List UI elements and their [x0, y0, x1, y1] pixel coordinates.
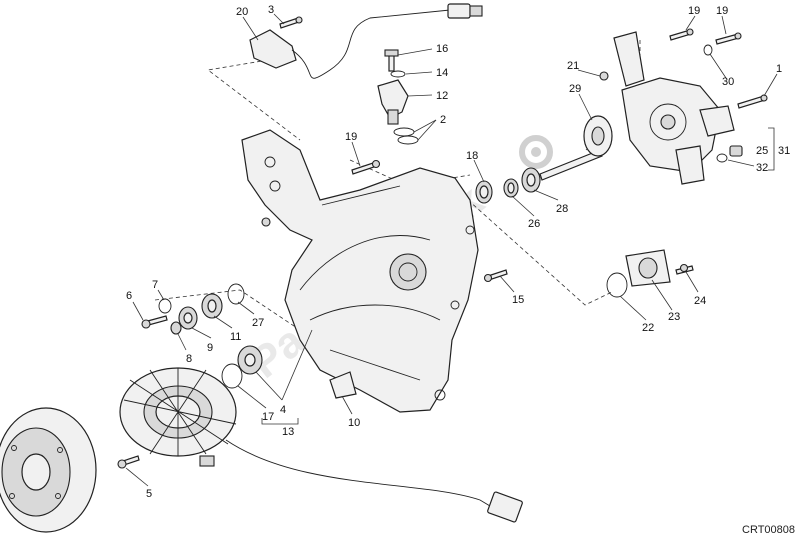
bolt-19-pump-b [715, 32, 742, 45]
callout-7: 7 [152, 279, 158, 291]
callout-14: 14 [436, 67, 448, 79]
sensor-bolt-16 [384, 49, 399, 72]
bolt-24 [675, 263, 694, 275]
bushing-8 [170, 321, 182, 335]
callout-24: 24 [694, 295, 706, 307]
bearing-4 [237, 345, 263, 375]
callout-21: 21 [567, 60, 579, 72]
callout-labels: 20 3 16 14 12 2 19 19 19 21 29 1 30 25 3… [126, 4, 790, 500]
o-ring-14 [390, 70, 406, 78]
screw-3 [279, 16, 303, 29]
bearing-9 [178, 306, 198, 330]
rotor [0, 407, 97, 533]
watermark-gear-icon [519, 135, 553, 169]
bolt-1 [737, 94, 768, 109]
flange-23 [625, 249, 671, 287]
circlip-17 [221, 363, 243, 389]
callout-10: 10 [348, 417, 360, 429]
stator [119, 367, 237, 457]
generator-cover [241, 129, 479, 413]
callout-1: 1 [776, 63, 782, 75]
bolt-5 [117, 455, 140, 469]
pickup-sensor [249, 3, 483, 79]
callout-28: 28 [556, 203, 568, 215]
bolt-cover-small [261, 217, 271, 227]
bearing-28 [521, 167, 541, 193]
leader-lines [125, 13, 778, 487]
callout-11: 11 [230, 331, 241, 343]
bracket-10 [329, 371, 357, 399]
washer-7 [158, 298, 172, 314]
callout-19-pump-b: 19 [716, 5, 728, 17]
callout-13: 13 [282, 426, 294, 438]
callout-2: 2 [440, 114, 446, 126]
callout-5: 5 [146, 488, 152, 500]
callout-25: 25 [756, 145, 768, 157]
callout-8: 8 [186, 353, 192, 365]
bolt-19-pump-a [669, 28, 694, 41]
callout-27: 27 [252, 317, 264, 329]
callout-32: 32 [756, 162, 768, 174]
callout-18: 18 [466, 150, 478, 162]
diagram-code-label: CRT00808 [742, 524, 795, 536]
bearing-11 [201, 293, 223, 319]
callout-31: 31 [778, 145, 790, 157]
stator-cable [199, 439, 523, 523]
callout-26: 26 [528, 218, 540, 230]
washer-32 [716, 153, 728, 163]
callout-19-pump-a: 19 [688, 5, 700, 17]
plug-25 [729, 145, 743, 157]
pump-shaft-29 [539, 115, 613, 181]
callout-17: 17 [262, 411, 274, 423]
bearing-18 [475, 180, 493, 204]
water-pump-housing [613, 31, 735, 185]
bolt-15 [483, 269, 508, 283]
bolt-19-cover [351, 159, 381, 175]
callout-4: 4 [280, 404, 286, 416]
callout-19-cover: 19 [345, 131, 357, 143]
callout-15: 15 [512, 294, 524, 306]
o-ring-2b [397, 135, 419, 145]
o-ring-22 [606, 272, 628, 298]
callout-9: 9 [207, 342, 213, 354]
callout-22: 22 [642, 322, 654, 334]
washer-30 [703, 44, 713, 56]
callout-23: 23 [668, 311, 680, 323]
o-ring-2a [393, 127, 415, 137]
sensor-12 [377, 79, 409, 125]
callout-6: 6 [126, 290, 132, 302]
callout-3: 3 [268, 4, 274, 16]
callout-29: 29 [569, 83, 581, 95]
callout-16: 16 [436, 43, 448, 55]
callout-30: 30 [722, 76, 734, 88]
seal-26 [503, 178, 519, 198]
callout-12: 12 [436, 90, 448, 102]
bolt-21 [599, 71, 609, 81]
callout-20: 20 [236, 6, 248, 18]
circlip-27 [227, 283, 245, 305]
bolt-6 [141, 315, 168, 329]
